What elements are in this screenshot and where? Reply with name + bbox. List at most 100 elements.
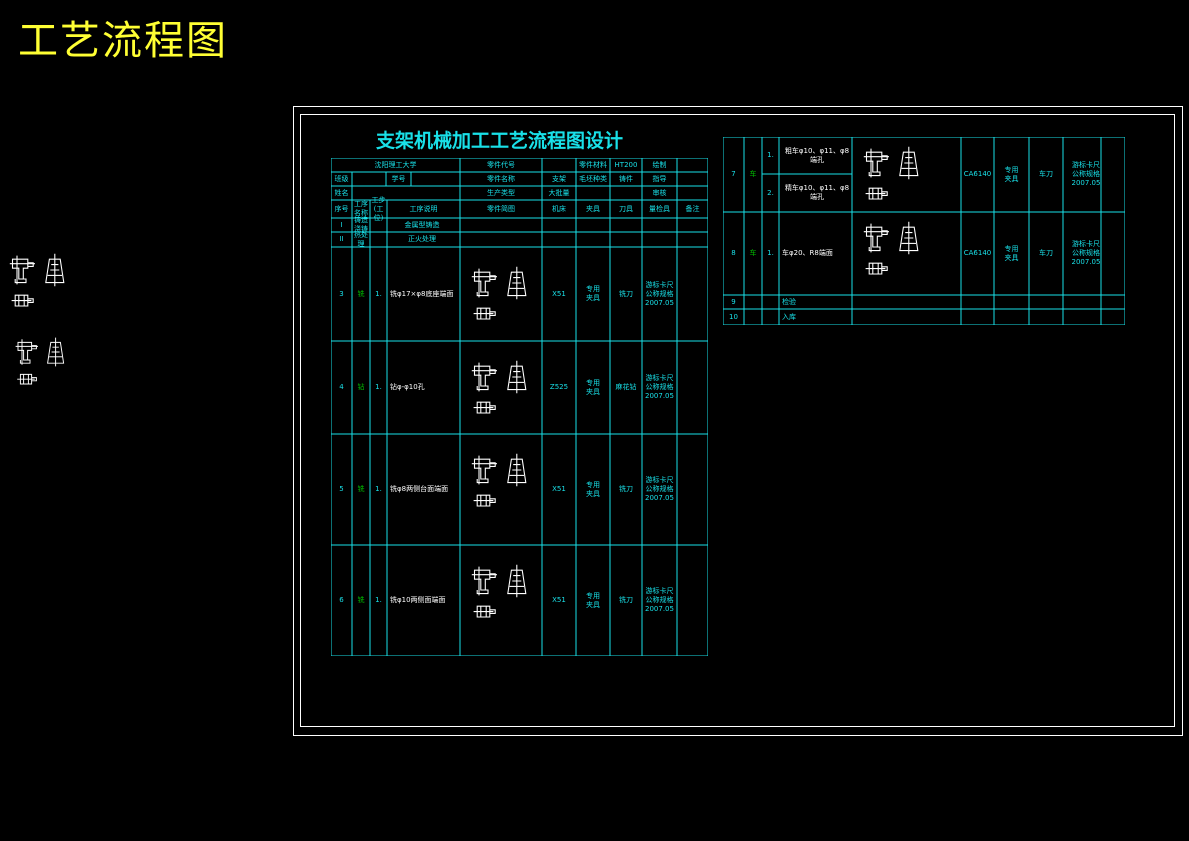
name-label: 姓名 (334, 188, 349, 197)
page-title: 工艺流程图 (18, 18, 228, 64)
sheet-title: 支架机械加工工艺流程图设计 (376, 130, 624, 152)
check-label: 指导 (652, 174, 667, 183)
side-part-sketch (15, 337, 65, 385)
row-seq: 5 (339, 485, 344, 493)
material-value: HT200 (614, 160, 638, 169)
row-fixture: 专用 夹具 (586, 480, 600, 498)
row-fixture: 专用 夹具 (1004, 244, 1019, 262)
row-machine: CA6140 (963, 249, 992, 257)
column-header-remark: 备注 (685, 204, 700, 213)
row-gauge: 游标卡尺 公称规格 2007.05 (1071, 240, 1101, 266)
row-gauge: 游标卡尺 公称规格 2007.05 (645, 374, 674, 400)
row-fixture: 专用 夹具 (586, 591, 600, 609)
row-seq: I (340, 220, 343, 229)
row-part-sketch (863, 146, 919, 200)
row-seq: 9 (731, 297, 736, 306)
row-process-name: 车 (749, 170, 757, 178)
row-content: 检验 (782, 297, 796, 306)
class-label: 班级 (334, 174, 349, 183)
drawing-frame-inner (300, 114, 1175, 727)
id-label: 学号 (391, 174, 406, 183)
row-step: 1. (767, 151, 774, 160)
row-tool: 车刀 (1039, 249, 1053, 257)
row-process-name: 铣 (357, 485, 365, 493)
row-gauge: 游标卡尺 公称规格 2007.05 (1071, 161, 1101, 187)
row-part-sketch (471, 564, 527, 618)
row-step: 1. (375, 383, 382, 391)
part-name-label: 零件名称 (487, 174, 515, 183)
row-tool: 车刀 (1039, 170, 1053, 178)
row-content: 铣φ8两侧台面端面 (390, 485, 449, 493)
row-content: 铣φ17×φ8底座端面 (390, 289, 454, 298)
row-fixture: 专用 夹具 (586, 378, 600, 396)
review-label: 审核 (652, 188, 667, 197)
process-table-left: 沈阳理工大学 零件代号 零件材料 HT200 绘制班级 学号 零件名称 支架 毛坯种类 铸件 指导姓… (331, 158, 708, 656)
row-gauge: 游标卡尺 公称规格 2007.05 (645, 280, 674, 307)
row-tool: 铣刀 (619, 289, 633, 298)
row-content: 粗车φ10、φ11、φ8端孔 (784, 146, 850, 164)
row-process-name: 铸造浇铸 (354, 216, 368, 233)
drawing-frame-outer (293, 106, 1183, 736)
row-part-sketch (863, 221, 919, 275)
row-process-name: 车 (749, 249, 757, 257)
row-part-sketch (471, 266, 527, 320)
column-header-machine: 机床 (552, 204, 566, 213)
row-step: 2. (767, 188, 774, 197)
row-step: 1. (767, 249, 774, 257)
row-step: 1. (375, 485, 382, 493)
row-part-sketch (471, 453, 527, 507)
row-step: 1. (375, 596, 382, 604)
school-name: 沈阳理工大学 (374, 160, 417, 169)
material-label: 零件材料 (579, 160, 607, 169)
row-gauge: 游标卡尺 公称规格 2007.05 (645, 476, 674, 502)
row-seq: 4 (339, 383, 344, 391)
row-content: 车φ20、R8端面 (782, 249, 833, 257)
column-header-content: 工序说明 (409, 204, 438, 213)
column-header-process-name: 工序名称 (354, 200, 368, 217)
row-seq: 10 (729, 312, 738, 321)
row-content: 正火处理 (408, 235, 436, 243)
row-process-name: 铣 (357, 596, 365, 604)
column-header-gauge: 量检具 (649, 204, 670, 213)
row-machine: CA6140 (963, 170, 992, 178)
row-part-sketch (471, 360, 527, 414)
row-content: 钻φ-φ10孔 (390, 383, 425, 391)
row-tool: 铣刀 (619, 596, 633, 604)
row-process-name: 铣 (357, 289, 365, 298)
row-content: 铣φ10两侧面端面 (390, 596, 446, 604)
row-step: 1. (375, 289, 382, 298)
row-content: 金属型铸造 (404, 220, 440, 229)
column-header-tool: 刀具 (619, 204, 633, 213)
row-seq: 6 (339, 596, 344, 604)
row-tool: 麻花钻 (615, 383, 637, 391)
row-seq: 3 (339, 289, 344, 298)
row-tool: 铣刀 (619, 485, 633, 493)
row-machine: Z525 (549, 383, 569, 391)
part-name-value: 支架 (552, 174, 566, 183)
column-header-seq: 序号 (334, 204, 349, 213)
row-machine: X51 (552, 485, 566, 493)
drawn-label: 绘制 (652, 160, 667, 169)
row-seq: 7 (731, 170, 736, 178)
row-seq: II (339, 235, 344, 243)
part-code-label: 零件代号 (487, 160, 515, 169)
row-process-name: 热处理 (354, 230, 368, 248)
process-table-right: 7 车 1. 粗车φ10、φ11、φ8端孔 2. 精车φ10、φ11、φ8端孔 CA6140… (723, 137, 1125, 325)
column-header-step: 工步 (工位) (371, 195, 386, 222)
side-part-sketch (9, 253, 65, 307)
row-machine: X51 (552, 289, 566, 298)
blank-label: 毛坯种类 (579, 174, 607, 183)
row-content: 入库 (782, 312, 796, 321)
blank-value: 铸件 (619, 174, 633, 183)
row-seq: 8 (731, 249, 736, 257)
batch-value: 大批量 (548, 188, 570, 197)
row-machine: X51 (552, 596, 566, 604)
row-fixture: 专用 夹具 (586, 285, 600, 302)
row-gauge: 游标卡尺 公称规格 2007.05 (645, 587, 674, 613)
batch-label: 生产类型 (487, 188, 515, 197)
row-process-name: 钻 (357, 383, 365, 391)
column-header-fixture: 夹具 (586, 204, 600, 213)
row-content: 精车φ10、φ11、φ8端孔 (784, 184, 850, 202)
column-header-sketch: 零件简图 (487, 204, 515, 213)
row-fixture: 专用 夹具 (1004, 165, 1019, 183)
